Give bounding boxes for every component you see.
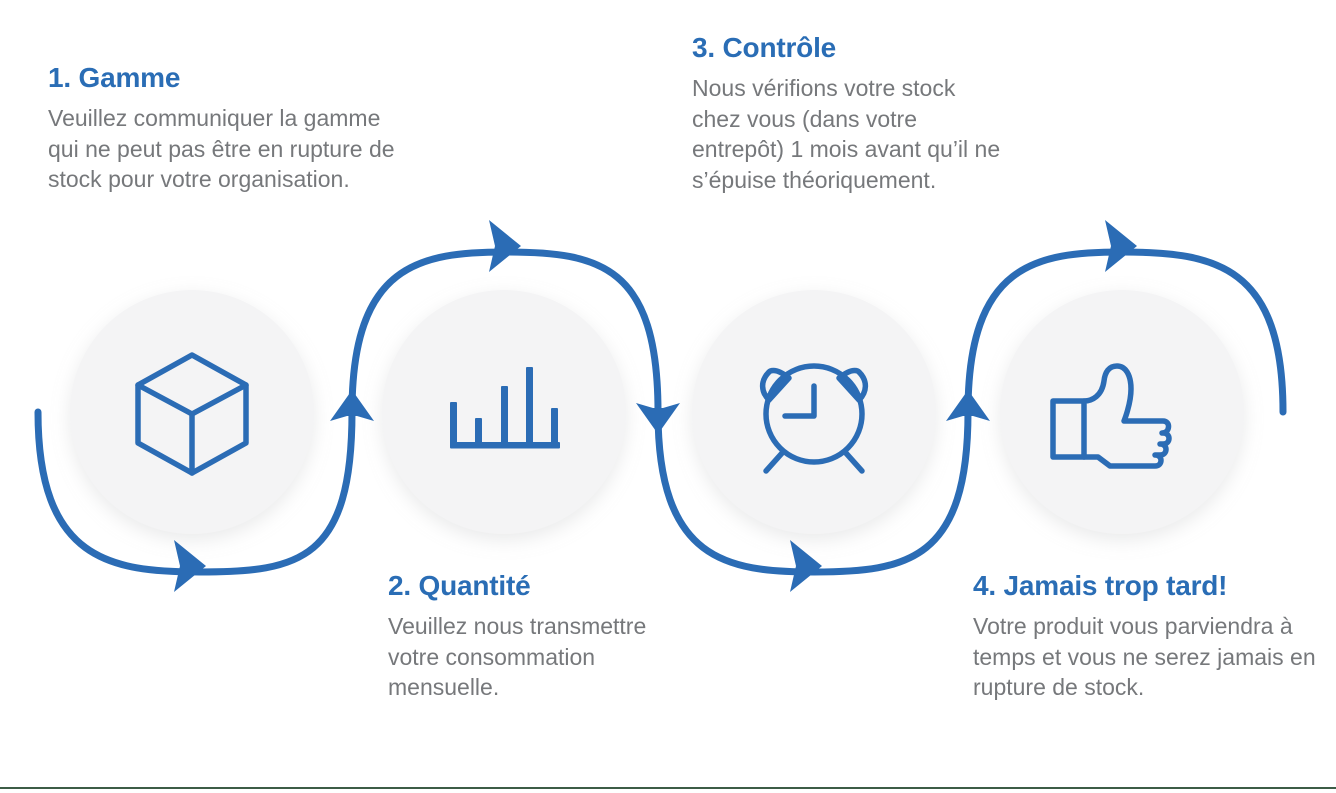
arrow-down-icon-1: [636, 403, 680, 434]
cube-icon: [135, 352, 249, 476]
thumbs-up-icon: [1050, 363, 1172, 469]
bottom-divider: [0, 787, 1336, 789]
step-text-block-3: 3. Contrôle Nous vérifions votre stock c…: [692, 32, 1008, 195]
arrow-right-icon-3: [790, 540, 822, 592]
arrow-right-icon-4: [1105, 220, 1137, 272]
step-circle-4: [1000, 290, 1244, 534]
step-text-block-4: 4. Jamais trop tard! Votre produit vous …: [973, 570, 1317, 703]
step-body-3: Nous vérifions votre stock chez vous (da…: [692, 75, 1001, 193]
arrow-up-icon-1: [330, 390, 374, 421]
step-heading-2: 2. Quantité: [388, 570, 531, 601]
step-text-block-1: 1. Gamme Veuillez communiquer la gamme q…: [48, 62, 400, 195]
step-text-block-2: 2. Quantité Veuillez nous transmettre vo…: [388, 570, 656, 703]
step-heading-1: 1. Gamme: [48, 62, 181, 93]
step-heading-3: 3. Contrôle: [692, 32, 837, 63]
arrow-up-icon-2: [946, 390, 990, 421]
step-heading-4: 4. Jamais trop tard!: [973, 570, 1228, 601]
flow-arrowheads: [174, 220, 1137, 592]
step-body-4: Votre produit vous parviendra à temps et…: [973, 613, 1316, 700]
step-body-2: Veuillez nous transmettre votre consomma…: [388, 613, 647, 700]
bar-chart-icon: [450, 367, 560, 449]
arrow-right-icon-2: [489, 220, 521, 272]
alarm-clock-icon: [759, 363, 869, 474]
arrow-right-icon-1: [174, 540, 206, 592]
step-body-1: Veuillez communiquer la gamme qui ne peu…: [48, 105, 395, 192]
